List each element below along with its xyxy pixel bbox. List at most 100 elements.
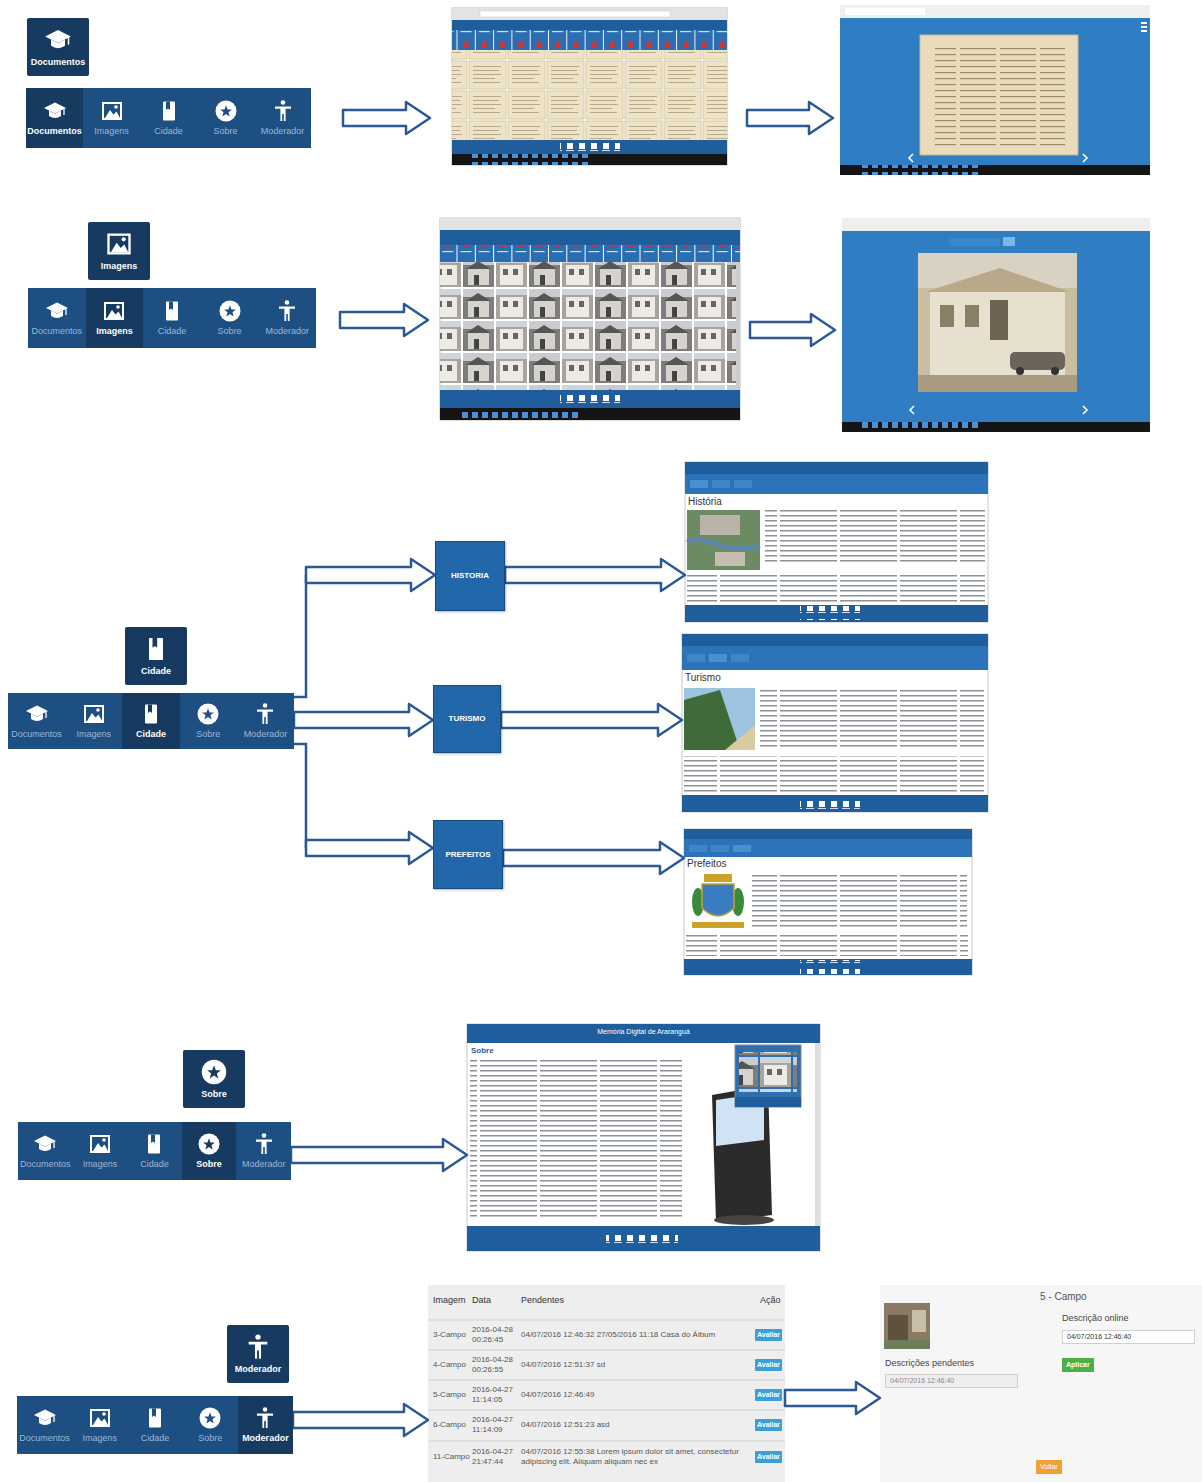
- document-viewer-screenshot-part: [1141, 26, 1147, 28]
- book-icon-part: [152, 1409, 156, 1418]
- nav-button-label: Moderador: [244, 729, 288, 739]
- moderation-table-part: [428, 1320, 785, 1321]
- page-screenshot-label: Prefeitos: [687, 858, 726, 870]
- star-icon: [200, 1058, 228, 1086]
- person-icon-part: [249, 1342, 268, 1359]
- nav-button: Documentos: [17, 1396, 72, 1454]
- mayors-screenshot-part: [733, 845, 751, 852]
- documents-screenshot-part: [452, 140, 727, 154]
- selected-icon-tile: Imagens: [88, 222, 150, 280]
- images-screenshot-part: [560, 392, 620, 406]
- nav-button: Moderador: [237, 693, 294, 749]
- img-icon: [88, 1132, 112, 1156]
- nav-button: Cidade: [127, 1122, 182, 1180]
- cap-icon-part: [45, 30, 71, 43]
- nav-button-label: Documentos: [32, 326, 83, 336]
- document-viewer-screenshot: [840, 5, 1150, 175]
- star-icon-part: [199, 1134, 220, 1155]
- navigation-bar: DocumentosImagensCidadeSobreModerador: [8, 693, 294, 749]
- mayors-screenshot-part: [692, 922, 744, 928]
- person-icon-part: [257, 710, 273, 725]
- star-icon-part: [200, 1408, 221, 1429]
- moderation-detail-part: [912, 1310, 926, 1332]
- page-screenshot: Prefeitos: [684, 829, 972, 975]
- images-screenshot-part: [440, 262, 736, 390]
- images-screenshot-part: [736, 262, 740, 390]
- back-button-label: Voltar: [1040, 1463, 1058, 1471]
- tourism-screenshot-part: [725, 725, 755, 750]
- flow-arrow-part: [750, 314, 835, 346]
- navigation-bar: DocumentosImagensCidadeSobreModerador: [17, 1396, 293, 1454]
- flow-arrow-body: [294, 704, 433, 736]
- back-button: Voltar: [1036, 1460, 1062, 1474]
- moderation-detail: [880, 1285, 1202, 1482]
- documents-screenshot-part: [452, 30, 727, 50]
- image-viewer-screenshot: [842, 218, 1150, 432]
- cap-icon: [43, 99, 67, 123]
- history-screenshot-part: [687, 540, 760, 549]
- nav-button-label: Moderador: [261, 126, 305, 136]
- img-icon-part: [102, 1139, 106, 1143]
- star-icon-part: [224, 306, 236, 317]
- moderation-table-label: 2016-04-27 11:14:05: [472, 1385, 518, 1404]
- star-icon-part: [202, 709, 214, 720]
- mayors-screenshot-part: [686, 934, 968, 956]
- flow-arrow: [294, 559, 435, 697]
- cap-icon-part: [65, 309, 66, 316]
- nav-button-label: Imagens: [96, 326, 133, 336]
- img-icon-part: [85, 706, 103, 722]
- book-icon: [139, 702, 163, 726]
- flow-arrow-part: [340, 304, 428, 336]
- flow-arrow: [291, 1139, 467, 1171]
- book-icon-part: [166, 302, 178, 321]
- menu-box: PREFEITOS: [433, 820, 503, 889]
- star-icon-part: [202, 1060, 227, 1085]
- moderation-table-label: 2016-04-27 21:47:44: [472, 1447, 518, 1466]
- book-icon-part: [149, 638, 163, 660]
- img-icon-part: [102, 1413, 106, 1417]
- img-icon: [82, 702, 106, 726]
- evaluate-button: Avaliar: [755, 1389, 782, 1401]
- tourism-screenshot-part: [684, 690, 740, 750]
- cap-icon-part: [31, 714, 43, 722]
- about-screenshot-part: [467, 1024, 820, 1043]
- star-icon: [197, 1132, 221, 1156]
- images-screenshot-part: [440, 218, 740, 420]
- about-screenshot-part: [606, 1231, 678, 1245]
- person-icon: [271, 99, 295, 123]
- image-viewer-screenshot-part: [842, 218, 1150, 432]
- moderation-detail-part: [884, 1303, 930, 1349]
- nav-button-label: Sobre: [196, 1159, 222, 1169]
- text-input: 04/07/2016 12:46:40: [1062, 1330, 1195, 1344]
- person-icon-part: [275, 107, 291, 122]
- flow-arrow: [293, 1404, 428, 1436]
- cap-icon-part: [44, 103, 66, 114]
- cap-icon-part: [39, 1418, 51, 1426]
- image-viewer-screenshot-part: [925, 268, 1070, 292]
- documents-screenshot-part: [452, 154, 727, 165]
- selected-icon-tile-label: Sobre: [201, 1089, 227, 1099]
- moderation-detail-part: [880, 1285, 1202, 1482]
- document-viewer-screenshot-part: [1083, 154, 1087, 162]
- nav-button-label: Imagens: [94, 126, 129, 136]
- nav-button-label: Imagens: [83, 1433, 118, 1443]
- book-icon: [160, 299, 184, 323]
- cap-icon: [25, 702, 49, 726]
- book-icon-part: [153, 638, 158, 648]
- moderation-table-part: [428, 1410, 785, 1411]
- navigation-bar: DocumentosImagensCidadeSobreModerador: [26, 88, 311, 148]
- moderation-table: [428, 1285, 785, 1482]
- nav-button-label: Moderador: [242, 1159, 286, 1169]
- nav-button: Moderador: [254, 88, 311, 148]
- page-screenshot-label: Memória Digital de Araranguá: [467, 1028, 820, 1036]
- star-icon: [218, 299, 242, 323]
- img-icon-part: [117, 306, 121, 310]
- nav-button: Cidade: [127, 1396, 182, 1454]
- mayors-screenshot-part: [704, 874, 732, 882]
- moderation-table-label: 04/07/2016 12:51:23 asd: [521, 1420, 751, 1430]
- image-viewer-screenshot-part: [1083, 406, 1087, 414]
- book-icon-part: [151, 1135, 155, 1144]
- image-viewer-screenshot-part: [860, 422, 980, 432]
- moderation-detail-label: 5 - Campo: [1040, 1291, 1087, 1303]
